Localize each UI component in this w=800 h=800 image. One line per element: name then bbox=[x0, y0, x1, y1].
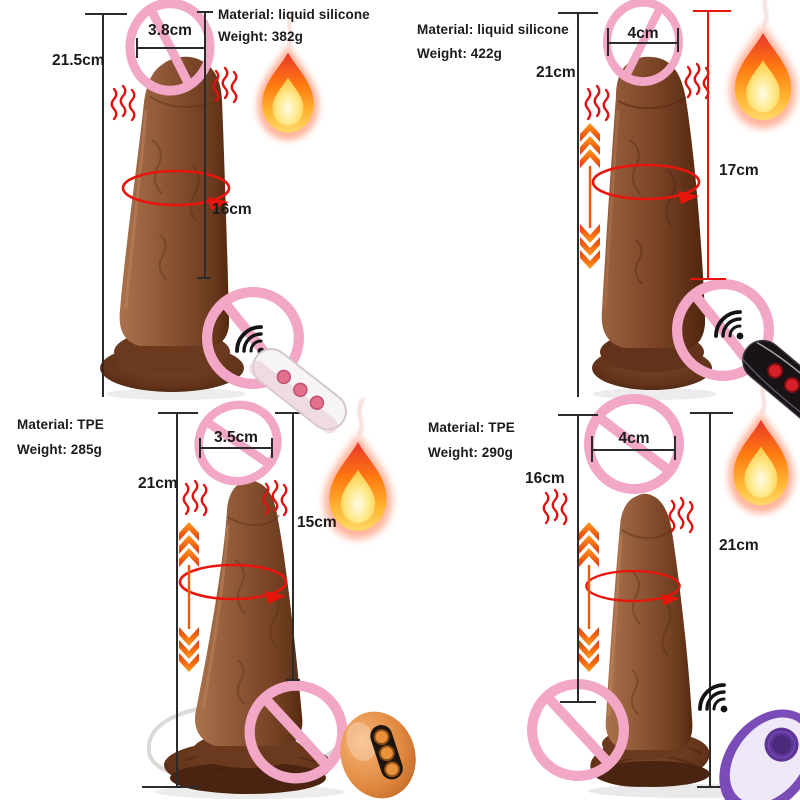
product-shaft bbox=[119, 56, 230, 347]
product-shaft bbox=[605, 493, 693, 750]
thrust-arrows-icon bbox=[579, 522, 599, 672]
wireless-signal-icon bbox=[698, 683, 730, 715]
vibration-icon bbox=[684, 62, 710, 100]
measurement-line-red bbox=[690, 10, 731, 280]
material-label: Material: liquid silicone bbox=[417, 22, 569, 37]
weight-label: Weight: 290g bbox=[428, 445, 513, 460]
vibration-icon bbox=[542, 488, 568, 526]
material-label: Material: TPE bbox=[17, 417, 104, 432]
diameter-label: 4cm bbox=[627, 25, 659, 42]
insertable-length-label: 16cm bbox=[525, 470, 565, 487]
weight-label: Weight: 285g bbox=[17, 442, 102, 457]
material-label: Material: liquid silicone bbox=[218, 7, 370, 22]
total-length-label: 21cm bbox=[719, 537, 759, 554]
product-top-right bbox=[592, 56, 712, 390]
thrust-arrows-icon bbox=[179, 522, 199, 672]
diameter-label: 3.8cm bbox=[148, 22, 192, 39]
material-label: Material: TPE bbox=[428, 420, 515, 435]
insertable-length-label: 15cm bbox=[297, 514, 337, 531]
wireless-signal-icon bbox=[714, 310, 746, 342]
remote-control-egg bbox=[340, 711, 416, 799]
product-shaft bbox=[194, 480, 303, 746]
weight-label: Weight: 382g bbox=[218, 29, 303, 44]
vibration-icon bbox=[584, 84, 610, 122]
vibration-icon bbox=[110, 84, 136, 122]
total-length-label: 21.5cm bbox=[52, 52, 105, 69]
total-length-label: 21cm bbox=[536, 64, 576, 81]
flame-icon bbox=[729, 0, 796, 128]
thrust-arrows-icon bbox=[580, 123, 600, 269]
remote-control-purple bbox=[719, 709, 800, 800]
remote-control-black bbox=[742, 339, 800, 433]
diameter-label: 3.5cm bbox=[214, 429, 258, 446]
insertable-length-label: 17cm bbox=[719, 162, 759, 179]
product-bottom-right bbox=[590, 493, 710, 787]
vibration-icon bbox=[668, 496, 694, 534]
product-shaft bbox=[601, 56, 706, 348]
measurement-lines bbox=[85, 11, 733, 788]
diameter-label: 4cm bbox=[618, 430, 650, 447]
vibration-icon bbox=[182, 479, 208, 517]
weight-label: Weight: 422g bbox=[417, 46, 502, 61]
insertable-length-label: 16cm bbox=[212, 201, 252, 218]
remote-control-white bbox=[249, 348, 347, 434]
total-length-label: 21cm bbox=[138, 475, 178, 492]
product-top-left bbox=[100, 56, 244, 392]
